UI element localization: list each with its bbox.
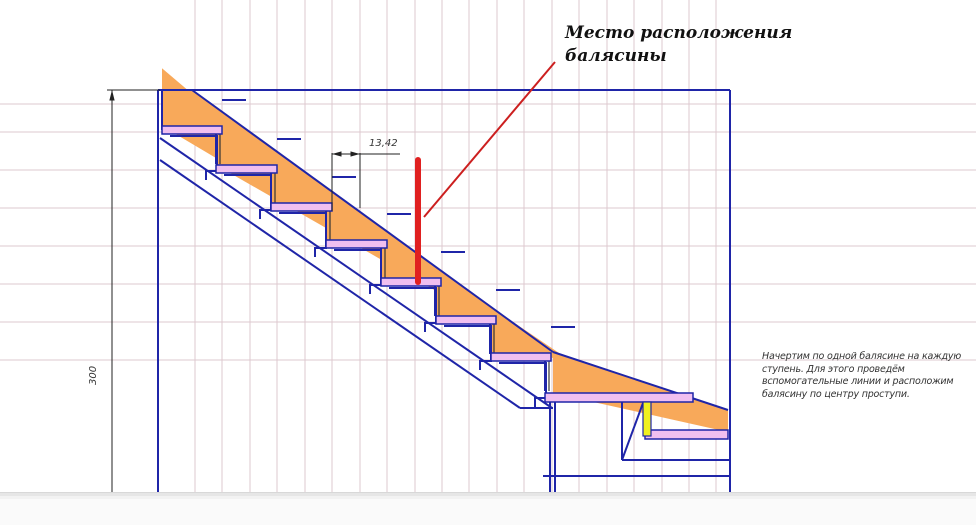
- stringer-lines: [159, 137, 730, 492]
- baluster-marker: [415, 61, 556, 285]
- stair-steps: [161, 99, 575, 407]
- bottom-scrollbar[interactable]: [0, 492, 976, 525]
- callout-title: Место расположения балясины: [565, 23, 793, 66]
- frame-outline: [157, 89, 731, 492]
- landing: [544, 392, 729, 440]
- yellow-riser: [642, 401, 652, 437]
- handrail-line: [191, 89, 729, 411]
- height-dimension: [107, 89, 160, 492]
- instruction-note: Начертим по одной балясине на каждую сту…: [762, 351, 962, 400]
- dimension-label-height: 300: [88, 365, 99, 385]
- tread-offset-dimension: [331, 151, 400, 211]
- dimension-label-tread: 13,42: [369, 138, 398, 149]
